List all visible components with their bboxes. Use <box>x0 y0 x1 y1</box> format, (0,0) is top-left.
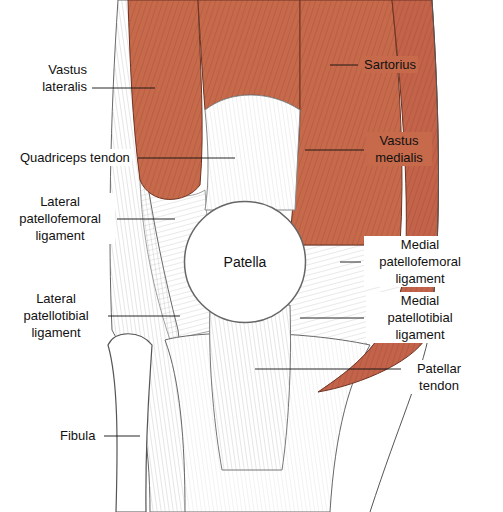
quadriceps-tendon-shape <box>205 95 300 210</box>
vastus-medialis-muscle <box>290 0 402 245</box>
leader-line <box>117 219 175 220</box>
part-label-box: Lateral patellofemoral ligament <box>5 193 115 244</box>
rectus-femoris-muscle <box>198 0 300 110</box>
leader-line <box>104 436 140 437</box>
part-label-box: Fibula <box>58 427 97 444</box>
leader-line <box>255 369 401 370</box>
leader-line <box>330 65 358 66</box>
part-label: Medial patellofemoral ligament <box>379 237 461 286</box>
fibula-bone <box>108 334 152 512</box>
leader-lines <box>92 65 401 436</box>
leader-line <box>138 158 235 159</box>
part-label: Lateral patellotibial ligament <box>23 291 88 340</box>
muscle-fibers <box>290 0 402 245</box>
part-label: Fibula <box>60 428 95 443</box>
muscle-fibers <box>198 0 300 110</box>
part-label: Medial patellotibial ligament <box>387 293 452 342</box>
tendon-fibers <box>210 305 291 470</box>
leader-line <box>300 318 364 319</box>
part-label: Lateral patellofemoral ligament <box>19 194 101 243</box>
part-label-box: Lateral patellotibial ligament <box>5 290 107 341</box>
node-text: Patella <box>224 254 267 271</box>
leader-line <box>305 150 364 151</box>
part-label-box: Patellar tendon <box>403 360 475 394</box>
vastus-lateralis-muscle <box>128 0 202 199</box>
patellar-tendon <box>210 305 291 470</box>
bone-node: Patella <box>183 200 307 324</box>
part-label-box: Medial patellofemoral ligament <box>364 236 476 287</box>
part-label: Sartorius <box>364 57 416 72</box>
part-label: Vastus medialis <box>375 133 423 165</box>
part-label: Vastus lateralis <box>42 62 87 94</box>
leader-line <box>92 88 155 89</box>
part-label: Patellar tendon <box>417 361 461 393</box>
tendon-fibers <box>205 95 300 210</box>
part-label-box: Quadriceps tendon <box>18 149 132 166</box>
leader-line <box>108 316 180 317</box>
leader-line <box>340 262 361 263</box>
muscle-fibers <box>128 0 202 199</box>
part-label-box: Vastus medialis <box>366 132 432 166</box>
part-label-box: Medial patellotibial ligament <box>366 292 474 343</box>
part-label-box: Vastus lateralis <box>25 61 89 95</box>
patella-shape <box>185 202 306 323</box>
part-label-box: Sartorius <box>362 56 418 73</box>
part-label: Quadriceps tendon <box>20 150 130 165</box>
